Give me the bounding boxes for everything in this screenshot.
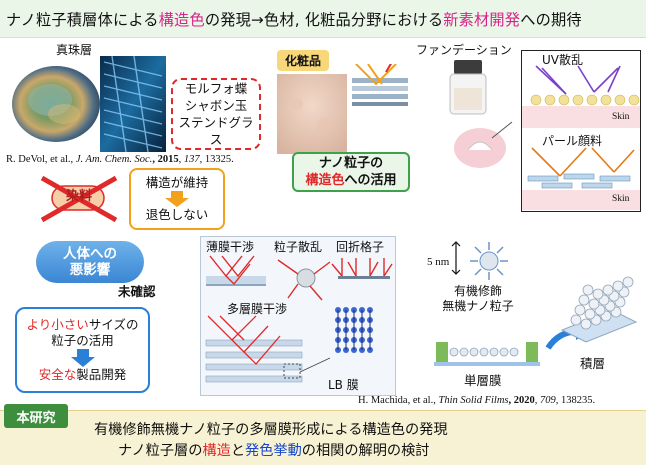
unconfirmed-label: 未確認	[118, 284, 156, 299]
pearl-pigment-diagram	[522, 147, 640, 210]
example-morpho: モルフォ蝶	[184, 81, 248, 96]
title-part5: への期待	[520, 11, 582, 29]
cite1-year: , 2015	[152, 154, 179, 165]
cite2-year: , 2020	[508, 395, 535, 406]
citation-machida: H. Machida, et al., Thin Solid Films, 20…	[358, 395, 595, 406]
example-stained-glass: ステンドグラス	[178, 115, 254, 147]
cite2-volume: , 709	[534, 395, 556, 406]
study-line2: ナノ粒子層の構造と発色挙動の相関の解明の検討	[118, 440, 429, 460]
nano-line2: 無機ナノ粒子	[442, 299, 514, 313]
safe-red: 安全な	[38, 367, 77, 382]
down-arrow-icon	[70, 349, 95, 367]
no-fading: 退色しない	[145, 207, 209, 222]
study-line2-a: ナノ粒子層の	[118, 443, 203, 459]
monolayer-label: 単層膜	[464, 373, 502, 388]
pearl-photo	[8, 56, 166, 152]
lb-film-label: LB 膜	[328, 378, 359, 392]
example-soap-bubble: シャボン玉	[184, 98, 248, 113]
study-coloring-behavior: 発色挙動	[245, 443, 302, 459]
skin-photo	[277, 74, 347, 154]
cosmetics-label: 化粧品	[277, 50, 330, 71]
cite2-pages: , 138235.	[555, 395, 596, 406]
stacked-particles-diagram	[560, 276, 638, 343]
multilayer-label: 多層膜干渉	[227, 302, 288, 316]
dye-crossed-out	[40, 175, 118, 223]
uv-label: UV散乱	[542, 53, 583, 67]
nano-line1: 有機修飾	[453, 284, 502, 298]
usage-rest: への活用	[344, 173, 397, 188]
skin-diagram-frame	[521, 50, 641, 212]
nanoparticle-label: 有機修飾 無機ナノ粒子	[430, 284, 526, 314]
pearl-pigment-label: パール顔料	[542, 134, 603, 148]
study-structure: 構造	[202, 443, 231, 459]
foundation-label: ファンデーション	[416, 43, 512, 57]
usage-line1: ナノ粒子の	[318, 156, 384, 171]
pearl-label: 真珠層	[56, 43, 93, 57]
smaller-particles-box: より小さいサイズの 粒子の活用 安全な製品開発	[15, 307, 150, 393]
study-line2-b: と	[230, 443, 246, 459]
foundation-bottle-icon	[449, 60, 513, 168]
title-bar	[0, 0, 646, 38]
smaller-red: より小さい	[26, 317, 89, 332]
nanoparticle-usage-box: ナノ粒子の 構造色への活用	[292, 152, 410, 192]
safe-rest: 製品開発	[76, 367, 127, 382]
scale-bar	[451, 241, 461, 275]
title-part3: の発現→色材, 化粧品分野における	[204, 11, 444, 29]
scale-label: 5 nm	[427, 256, 450, 268]
title-part1: ナノ粒子積層体による	[6, 11, 159, 29]
cite2-journal: Thin Solid Films	[438, 395, 509, 406]
cite2-authors: H. Machida, et al.,	[358, 395, 439, 406]
film-layers-icon	[352, 64, 408, 106]
cite1-journal: J. Am. Chem. Soc.	[75, 154, 153, 165]
study-line1: 有機修飾無機ナノ粒子の多層膜形成による構造色の発現	[94, 422, 448, 438]
study-line2-c: の相関の解明の検討	[301, 443, 430, 459]
title-structural-color: 構造色	[158, 11, 205, 29]
citation-devol: R. DeVol, et al., J. Am. Chem. Soc., 201…	[6, 154, 234, 165]
smaller-line1: サイズの	[88, 317, 139, 332]
dye-label: 染料	[65, 189, 92, 204]
down-arrow-icon	[165, 191, 189, 207]
health-badge: 人体への 悪影響	[36, 241, 144, 283]
structure-maintained: 構造が維持	[145, 175, 209, 190]
smaller-line2: 粒子の活用	[51, 333, 114, 348]
title-new-material: 新素材開発	[443, 11, 521, 29]
health-line1: 人体への	[63, 246, 117, 262]
page-title: ナノ粒子積層体による構造色の発現→色材, 化粧品分野における新素材開発への期待	[6, 8, 582, 30]
structure-box: 構造が維持 退色しない	[129, 168, 225, 230]
skin-label-2: Skin	[612, 194, 630, 204]
thin-film-label: 薄膜干渉	[206, 240, 255, 254]
cite1-authors: R. DeVol, et al.,	[6, 154, 76, 165]
nature-examples-box: モルフォ蝶 シャボン玉 ステンドグラス	[171, 78, 261, 150]
nanoparticle-icon	[470, 242, 508, 280]
usage-structural-color: 構造色	[305, 173, 345, 188]
skin-label-1: Skin	[612, 112, 630, 122]
health-line2: 悪影響	[69, 262, 111, 278]
uv-scatter-diagram	[522, 65, 640, 128]
study-band	[0, 410, 646, 465]
cite1-volume: , 137	[178, 154, 200, 165]
cite1-pages: , 13325.	[199, 154, 234, 165]
grating-label: 回折格子	[336, 240, 385, 254]
scattering-label: 粒子散乱	[274, 240, 323, 254]
optics-diagram	[205, 255, 393, 383]
study-tag: 本研究	[4, 404, 68, 428]
stacked-label: 積層	[580, 356, 606, 371]
